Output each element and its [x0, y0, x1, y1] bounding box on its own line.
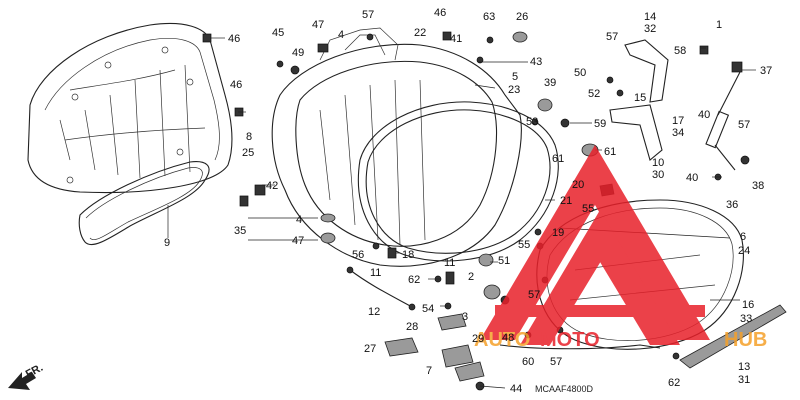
- callout-18: 18: [402, 249, 414, 261]
- callout-50: 50: [574, 67, 586, 79]
- callout-6: 6: [740, 231, 746, 243]
- front-direction-indicator: FR.: [8, 362, 45, 390]
- front-arrow-icon: [8, 372, 36, 390]
- callout-24: 24: [738, 245, 750, 257]
- watermark-bar: [495, 305, 705, 317]
- callout-47b: 47: [292, 235, 304, 247]
- front-direction-label: FR.: [24, 362, 45, 381]
- callout-8: 8: [246, 131, 252, 143]
- callout-49: 49: [292, 47, 304, 59]
- callout-46c: 46: [230, 79, 242, 91]
- callout-38: 38: [752, 180, 764, 192]
- callout-44: 44: [510, 383, 522, 395]
- gasket-9: [78, 161, 210, 246]
- callout-56: 56: [352, 249, 364, 261]
- callout-9: 9: [164, 237, 170, 249]
- callout-14: 14: [644, 11, 656, 23]
- callout-10: 10: [652, 157, 664, 169]
- callout-4b: 4: [296, 214, 302, 226]
- callout-33: 33: [740, 313, 752, 325]
- callout-23: 23: [508, 84, 520, 96]
- callout-35: 35: [234, 225, 246, 237]
- callout-20: 20: [572, 179, 584, 191]
- callout-58: 58: [674, 45, 686, 57]
- callout-62a: 62: [408, 274, 420, 286]
- callout-labels: 46 45 49 47 4 57 46 63 26 22 41 43 14 32…: [164, 7, 772, 395]
- watermark-text-auto: AUTO: [474, 329, 530, 351]
- callout-43: 43: [530, 56, 542, 68]
- watermark-logo: AUTO MOTO HUB: [474, 145, 767, 351]
- watermark-text-hub: HUB: [724, 329, 767, 351]
- callout-39: 39: [544, 77, 556, 89]
- cable-12: [346, 266, 416, 311]
- callout-34: 34: [672, 127, 684, 139]
- callout-11b: 11: [444, 257, 455, 269]
- callout-57e: 57: [550, 356, 562, 368]
- trim-strip: [499, 304, 787, 369]
- callout-46a: 46: [228, 33, 240, 45]
- watermark-text-moto: MOTO: [540, 329, 600, 351]
- callout-1: 1: [716, 19, 722, 31]
- callout-40b: 40: [686, 172, 698, 184]
- callout-42: 42: [266, 180, 278, 192]
- callout-32: 32: [644, 23, 656, 35]
- callout-36: 36: [726, 199, 738, 211]
- callout-25: 25: [242, 147, 254, 159]
- callout-54: 54: [422, 303, 434, 315]
- callout-45: 45: [272, 27, 284, 39]
- callout-11a: 11: [370, 267, 381, 279]
- callout-51: 51: [498, 255, 510, 267]
- callout-46b: 46: [434, 7, 446, 19]
- callout-52: 52: [588, 88, 600, 100]
- callout-3: 3: [462, 311, 468, 323]
- callout-30: 30: [652, 169, 664, 181]
- callout-22: 22: [414, 27, 426, 39]
- callout-55b: 55: [518, 239, 530, 251]
- callout-57d: 57: [528, 289, 540, 301]
- callout-7: 7: [426, 365, 432, 377]
- callout-27: 27: [364, 343, 376, 355]
- callout-5: 5: [512, 71, 518, 83]
- callout-16: 16: [742, 299, 754, 311]
- callout-21: 21: [560, 195, 572, 207]
- left-saddlebag-shell: [27, 22, 233, 194]
- watermark-triangle-outer: [480, 145, 710, 340]
- callout-57c: 57: [738, 119, 750, 131]
- hinge-arm: [609, 39, 669, 161]
- callout-29: 29: [472, 333, 484, 345]
- hardware-parts: [202, 31, 722, 391]
- callout-63: 63: [483, 11, 495, 23]
- callout-19: 19: [552, 227, 564, 239]
- callout-48: 48: [502, 332, 514, 344]
- callout-60: 60: [522, 356, 534, 368]
- inner-case: [271, 27, 522, 267]
- callout-40a: 40: [698, 109, 710, 121]
- callout-31: 31: [738, 374, 750, 386]
- callout-37: 37: [760, 65, 772, 77]
- callout-12: 12: [368, 306, 380, 318]
- callout-17: 17: [672, 115, 684, 127]
- callout-61b: 61: [604, 146, 616, 158]
- callout-26: 26: [516, 11, 528, 23]
- callout-41: 41: [450, 33, 462, 45]
- callout-2: 2: [468, 271, 474, 283]
- callout-53: 53: [526, 116, 538, 128]
- diagram-code: MCAAF4800D: [535, 384, 594, 394]
- callout-47a: 47: [312, 19, 324, 31]
- callout-61a: 61: [552, 153, 564, 165]
- callout-57a: 57: [362, 9, 374, 21]
- callout-28: 28: [406, 321, 418, 333]
- damper-strut: [705, 61, 750, 171]
- callout-59: 59: [594, 118, 606, 130]
- callout-13: 13: [738, 361, 750, 373]
- callout-57b: 57: [606, 31, 618, 43]
- callout-62b: 62: [668, 377, 680, 389]
- callout-15: 15: [634, 92, 646, 104]
- callout-4a: 4: [338, 29, 344, 41]
- callout-55a: 55: [582, 203, 594, 215]
